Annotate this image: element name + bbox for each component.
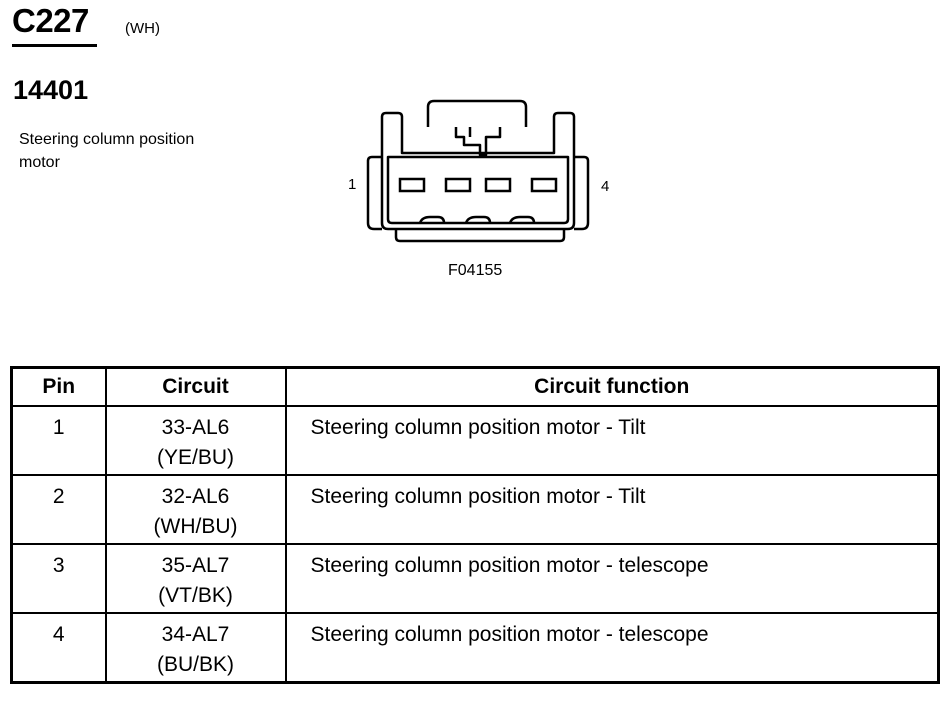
circuit-function: Steering column position motor - Tilt (284, 405, 940, 476)
table-header-row: Pin Circuit Circuit function (10, 366, 940, 407)
pin-1-label: 1 (348, 176, 357, 193)
connector-color: (WH) (125, 20, 160, 37)
pin-number: 2 (10, 474, 107, 545)
wire-color: (YE/BU) (156, 446, 234, 469)
connector-face-diagram (366, 99, 590, 243)
wire-color: (BU/BK) (156, 653, 234, 676)
connector-latch-tab (454, 127, 502, 157)
pin-number: 3 (10, 543, 107, 614)
figure-code: F04155 (448, 262, 503, 279)
pin-number: 1 (10, 405, 107, 476)
circuit-function: Steering column position motor - telesco… (284, 612, 940, 683)
connector-body-outer (380, 111, 576, 231)
pin-number: 4 (10, 612, 107, 683)
circuit-cell: 34-AL7 (BU/BK) (104, 612, 287, 683)
circuit-number: 32-AL6 (161, 485, 230, 508)
header-pin: Pin (10, 366, 107, 407)
connector-id: C227 (12, 2, 89, 39)
connector-id-underline (12, 44, 97, 47)
pin-cavity-1 (398, 177, 426, 193)
connector-body-inner (386, 155, 570, 225)
connector-left-flange (366, 155, 382, 231)
connector-latch (426, 99, 528, 127)
pin-4-label: 4 (601, 178, 610, 195)
wire-color: (WH/BU) (153, 515, 238, 538)
circuit-cell: 33-AL6 (YE/BU) (104, 405, 287, 476)
part-number: 14401 (13, 75, 89, 105)
table-row: 1 33-AL6 (YE/BU) Steering column positio… (10, 405, 940, 476)
circuit-cell: 35-AL7 (VT/BK) (104, 543, 287, 614)
circuit-number: 34-AL7 (161, 623, 230, 646)
connector-bottom-key (394, 229, 566, 243)
header-circuit-function: Circuit function (284, 366, 940, 407)
pin-cavity-4 (530, 177, 558, 193)
circuit-number: 35-AL7 (161, 554, 230, 577)
circuit-number: 33-AL6 (161, 416, 230, 439)
wire-color: (VT/BK) (158, 584, 233, 607)
table-row: 4 34-AL7 (BU/BK) Steering column positio… (10, 612, 940, 683)
connector-right-flange (574, 155, 590, 231)
header-circuit: Circuit (104, 366, 287, 407)
table-row: 3 35-AL7 (VT/BK) Steering column positio… (10, 543, 940, 614)
pin-cavity-2 (444, 177, 472, 193)
pinout-table: Pin Circuit Circuit function 1 33-AL6 (Y… (10, 366, 940, 684)
table-row: 2 32-AL6 (WH/BU) Steering column positio… (10, 474, 940, 545)
circuit-function: Steering column position motor - Tilt (284, 474, 940, 545)
circuit-function: Steering column position motor - telesco… (284, 543, 940, 614)
circuit-cell: 32-AL6 (WH/BU) (104, 474, 287, 545)
component-name: Steering column position motor (19, 131, 195, 171)
pin-cavity-3 (484, 177, 512, 193)
